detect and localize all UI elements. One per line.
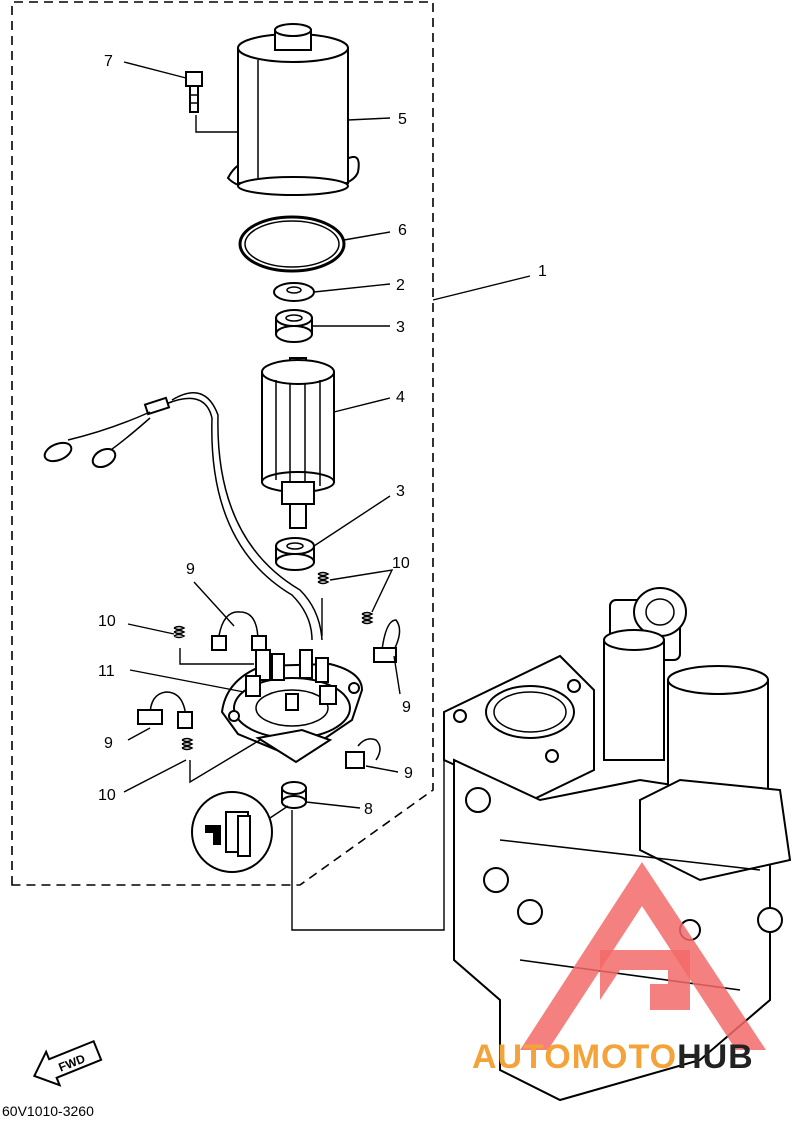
callout-6: 6 bbox=[398, 222, 407, 239]
part-brushes bbox=[137, 611, 401, 769]
watermark-logo bbox=[520, 862, 766, 1050]
assembly-boundary bbox=[11, 1, 434, 886]
callout-7: 7 bbox=[104, 53, 113, 70]
part-motor-yoke bbox=[226, 23, 360, 196]
part-bushing bbox=[281, 781, 307, 809]
callout-9-bottom: 9 bbox=[404, 765, 413, 782]
part-armature bbox=[261, 357, 335, 529]
drawing-code: 60V1010-3260 bbox=[2, 1103, 94, 1119]
callout-labels: 7 5 6 1 2 3 4 3 10 9 10 11 9 9 9 10 8 bbox=[98, 53, 547, 818]
callout-9-right: 9 bbox=[402, 699, 411, 716]
fwd-arrow: FWD bbox=[32, 1039, 103, 1087]
part-brush-holder bbox=[220, 649, 364, 764]
part-bearing-upper bbox=[275, 309, 313, 343]
part-wire-leads bbox=[43, 392, 323, 641]
part-bolt bbox=[185, 71, 239, 150]
part-washer bbox=[273, 282, 315, 302]
callout-9-top: 9 bbox=[186, 561, 195, 578]
callout-3-upper: 3 bbox=[396, 319, 405, 336]
part-o-ring bbox=[238, 215, 346, 273]
leader-lines bbox=[123, 61, 531, 809]
callout-3-lower: 3 bbox=[396, 483, 405, 500]
callout-5: 5 bbox=[398, 111, 407, 128]
callout-4: 4 bbox=[396, 389, 405, 406]
callout-1: 1 bbox=[538, 263, 547, 280]
part-springs bbox=[173, 571, 374, 751]
bushing-detail-view bbox=[191, 791, 289, 873]
callout-11: 11 bbox=[98, 663, 115, 680]
callout-10-top: 10 bbox=[392, 555, 410, 572]
callout-10-left: 10 bbox=[98, 613, 116, 630]
callout-8: 8 bbox=[364, 801, 373, 818]
callout-9-left: 9 bbox=[104, 735, 113, 752]
watermark-text: AUTOMOTOHUB bbox=[472, 1038, 754, 1076]
part-bearing-lower bbox=[275, 537, 315, 571]
callout-10-bottom: 10 bbox=[98, 787, 116, 804]
callout-2: 2 bbox=[396, 277, 405, 294]
